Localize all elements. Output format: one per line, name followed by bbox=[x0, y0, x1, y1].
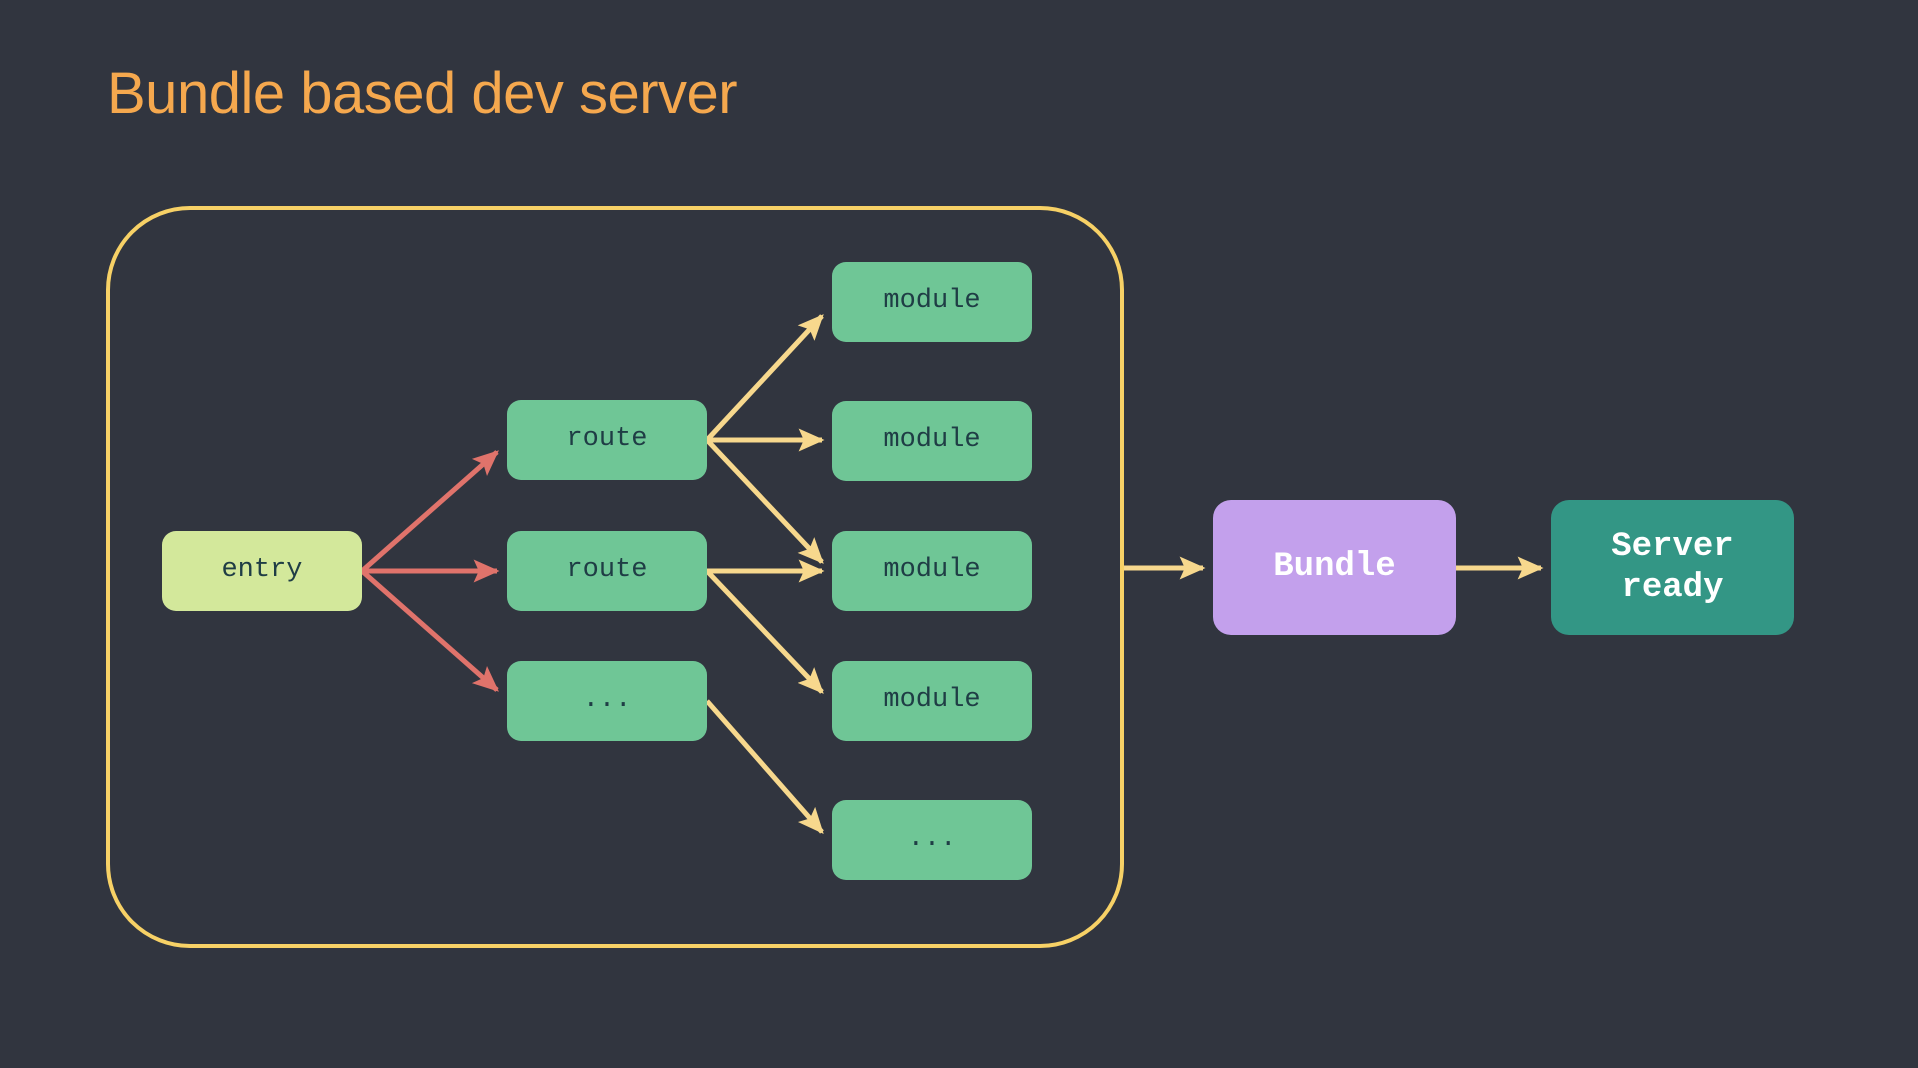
edge-route1-module1 bbox=[705, 314, 824, 442]
node-route-2[interactable]: route bbox=[507, 531, 707, 611]
node-module-2-label: module bbox=[883, 425, 981, 456]
node-module-ellipsis[interactable]: ... bbox=[832, 800, 1032, 880]
node-module-1[interactable]: module bbox=[832, 262, 1032, 342]
node-route-ellipsis[interactable]: ... bbox=[507, 661, 707, 741]
edge-entry-route3 bbox=[360, 569, 499, 692]
node-module-4-label: module bbox=[883, 685, 981, 716]
node-route-2-label: route bbox=[566, 555, 648, 586]
node-module-4[interactable]: module bbox=[832, 661, 1032, 741]
edge-route1-module3 bbox=[705, 438, 824, 564]
node-bundle[interactable]: Bundle bbox=[1213, 500, 1456, 635]
page-title: Bundle based dev server bbox=[107, 61, 738, 126]
node-bundle-label: Bundle bbox=[1273, 548, 1396, 587]
node-module-3-label: module bbox=[883, 555, 981, 586]
edge-route3-module5 bbox=[705, 699, 824, 834]
node-route-1[interactable]: route bbox=[507, 400, 707, 480]
node-server-ready[interactable]: Server ready bbox=[1551, 500, 1794, 635]
node-route-1-label: route bbox=[566, 424, 648, 455]
edge-entry-route1 bbox=[360, 450, 499, 573]
edge-route2-module4 bbox=[705, 569, 824, 694]
node-module-2[interactable]: module bbox=[832, 401, 1032, 481]
node-route-ellipsis-label: ... bbox=[582, 685, 632, 716]
node-entry[interactable]: entry bbox=[162, 531, 362, 611]
node-server-ready-label: Server ready bbox=[1611, 528, 1734, 607]
node-module-ellipsis-label: ... bbox=[907, 824, 957, 855]
dev-server-boundary bbox=[106, 206, 1124, 948]
node-entry-label: entry bbox=[221, 555, 303, 586]
node-module-3[interactable]: module bbox=[832, 531, 1032, 611]
node-module-1-label: module bbox=[883, 286, 981, 317]
